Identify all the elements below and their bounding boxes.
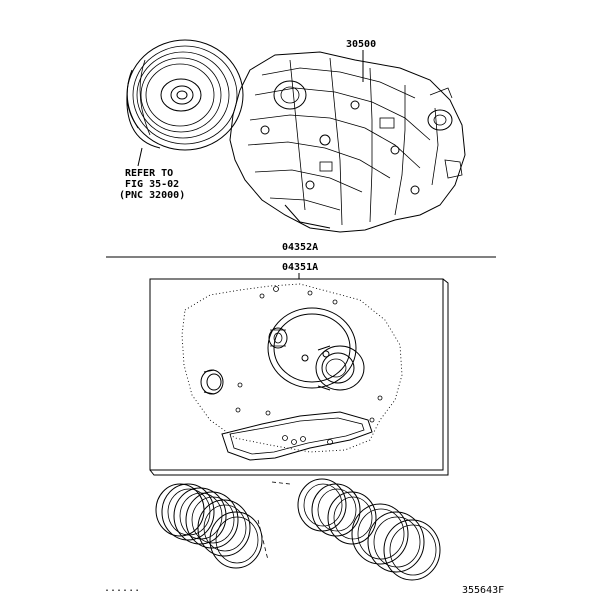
oil-pump-seal (315, 345, 365, 391)
gasket-kit-frame (149, 278, 449, 476)
refer-note-line1: REFER TO (125, 168, 173, 179)
small-o-ring (282, 435, 288, 441)
small-o-ring (322, 350, 330, 358)
hole-icon (307, 290, 313, 296)
transaxle-assembly (229, 51, 466, 233)
small-o-ring (327, 439, 333, 445)
small-o-ring (300, 436, 306, 442)
clutch-plates-left (155, 483, 263, 569)
oil-seal (200, 369, 224, 395)
clutch-plates-right (297, 478, 441, 581)
hole-icon (237, 382, 243, 388)
large-o-ring (267, 307, 357, 389)
refer-note-line2: FIG 35-02 (125, 179, 179, 190)
hole-icon (235, 407, 241, 413)
hole-icon (265, 410, 271, 416)
transaxle-part-number: 30500 (346, 39, 376, 50)
oil-pan-gasket (221, 411, 373, 461)
hole-icon (369, 417, 375, 423)
small-o-ring (301, 354, 309, 362)
refer-leader-line (137, 147, 143, 167)
torque-converter (126, 39, 244, 151)
gasket-kit-part-number: 04351A (282, 262, 318, 273)
hole-icon (377, 395, 383, 401)
bushing (268, 327, 288, 349)
hole-icon (332, 299, 338, 305)
figure-id: 355643F (462, 585, 504, 596)
assembly-guide-line (271, 481, 291, 485)
small-o-ring (291, 439, 297, 445)
corner-mark: ...... (104, 583, 140, 594)
refer-note-line3: (PNC 32000) (119, 190, 185, 201)
case-gasket-outline (181, 283, 403, 453)
hole-icon (259, 293, 265, 299)
hole-icon (273, 286, 279, 292)
assembly-guide-line (257, 519, 269, 561)
overhaul-kit-part-number: 04352A (282, 242, 318, 253)
